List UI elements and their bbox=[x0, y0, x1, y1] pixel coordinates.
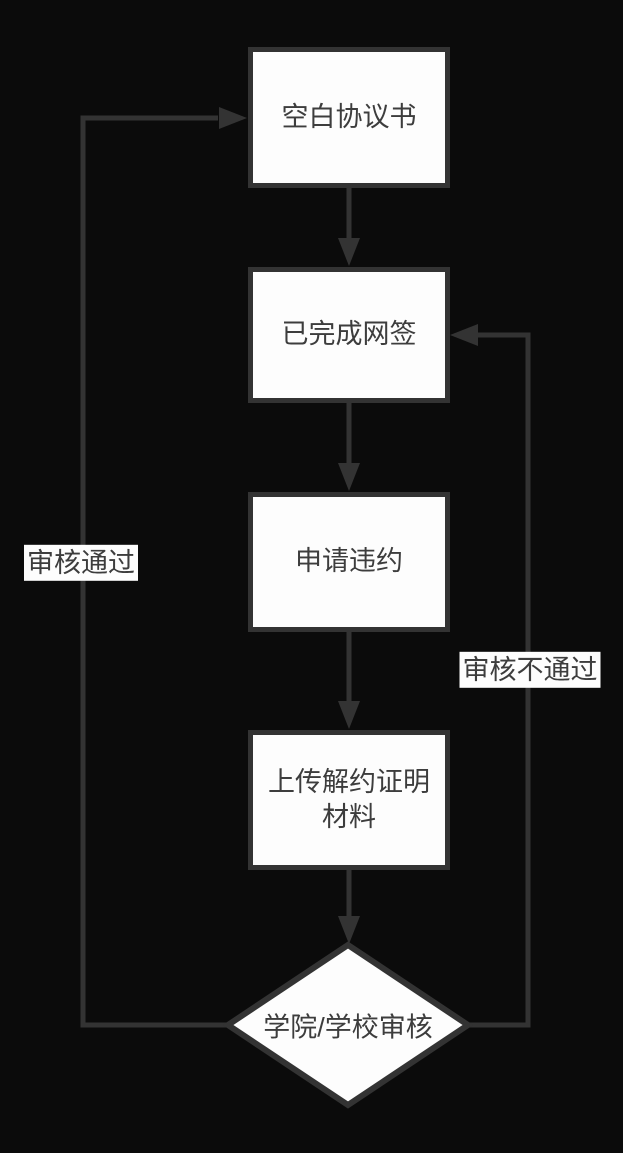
arrowhead-down-icon bbox=[338, 916, 360, 944]
node-upload-termination-proof: 上传解约证明 材料 bbox=[248, 730, 450, 870]
arrowhead-right-icon bbox=[219, 107, 247, 129]
node-school-review-diamond bbox=[222, 941, 474, 1109]
node-online-sign-completed-label: 已完成网签 bbox=[281, 319, 417, 350]
node-blank-agreement: 空白协议书 bbox=[248, 47, 450, 188]
node-blank-agreement-label: 空白协议书 bbox=[281, 101, 417, 132]
node-apply-breach-label: 申请违约 bbox=[295, 546, 403, 577]
arrowhead-down-icon bbox=[338, 238, 360, 266]
node-upload-termination-proof-label: 上传解约证明 材料 bbox=[268, 766, 430, 832]
arrowhead-left-icon bbox=[450, 324, 478, 346]
node-apply-breach: 申请违约 bbox=[248, 492, 450, 632]
node-school-review-label: 学院/学校审核 bbox=[263, 1012, 433, 1043]
edge-label-review-rejected: 审核不通过 bbox=[459, 651, 601, 689]
edge-label-review-approved: 审核通过 bbox=[24, 544, 138, 582]
arrowhead-down-icon bbox=[338, 463, 360, 491]
arrowhead-down-icon bbox=[338, 701, 360, 729]
node-online-sign-completed: 已完成网签 bbox=[248, 267, 450, 403]
